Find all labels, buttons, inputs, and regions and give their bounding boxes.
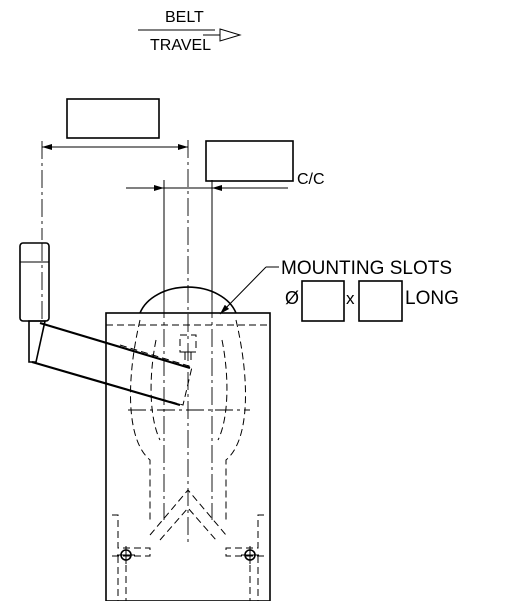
cc-suffix-label: C/C — [297, 171, 325, 188]
belt-travel-line2: TRAVEL — [150, 37, 211, 54]
diameter-symbol: Ø — [285, 288, 299, 308]
cc-dimension: C/C — [126, 140, 325, 191]
bracket-feet — [112, 514, 264, 601]
foot-right — [225, 514, 264, 557]
bracket-hidden-inner-right — [217, 339, 228, 441]
tensioner-arm-top — [39, 321, 191, 370]
foot-left — [112, 514, 151, 557]
tensioner-pivot — [28, 320, 46, 363]
bracket-top-dome — [139, 286, 237, 314]
tensioner-cylinder — [19, 242, 50, 322]
belt-travel-note: BELT TRAVEL — [138, 9, 242, 54]
bracket-outline — [105, 312, 271, 601]
tensioner-arm-hidden — [119, 344, 193, 406]
tensioner-arm-assembly — [19, 242, 193, 407]
slot-length-suffix: LONG — [405, 288, 459, 309]
bracket-hidden-lobe-right — [225, 319, 246, 520]
direction-arrow-icon — [203, 28, 242, 42]
times-symbol: x — [346, 289, 355, 308]
offset-value-box[interactable] — [66, 98, 160, 139]
foot-right-vertical — [249, 556, 259, 601]
bracket-hidden-lobe-left — [130, 319, 151, 520]
slot-diameter-box[interactable] — [301, 280, 345, 322]
bracket-hidden-inner-left — [150, 339, 161, 441]
cc-value-box[interactable] — [205, 140, 294, 182]
callout-leader-diagonal — [219, 266, 267, 315]
mounting-slots-callout: MOUNTING SLOTS Ø x LONG — [219, 258, 459, 322]
mounting-hole-right-icon — [241, 546, 259, 564]
mounting-hole-left-icon — [117, 546, 135, 564]
slot-length-box[interactable] — [358, 280, 403, 322]
belt-travel-line1: BELT — [165, 9, 204, 26]
bolt-head-icon — [179, 334, 197, 360]
bracket-gusset-hidden — [149, 489, 227, 536]
centerlines — [128, 140, 250, 545]
offset-dimension — [41, 98, 188, 240]
foot-left-vertical — [117, 556, 127, 601]
mounting-slots-title: MOUNTING SLOTS — [281, 258, 452, 279]
mounting-bracket — [105, 286, 271, 601]
bracket-gusset-hidden-2 — [159, 507, 217, 541]
